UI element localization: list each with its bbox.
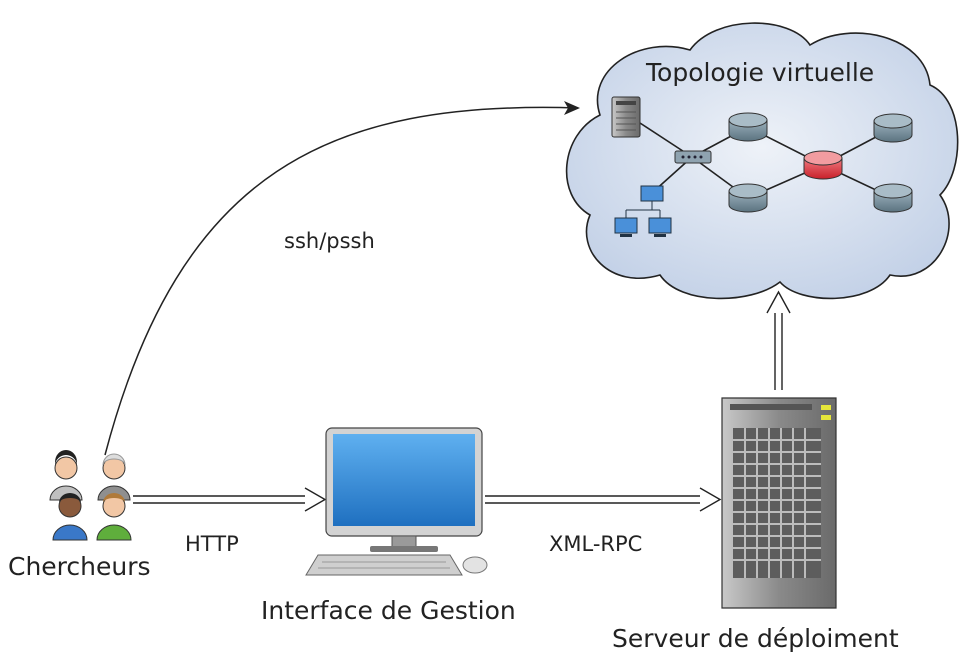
deployment-server-icon — [721, 397, 837, 609]
ssh-arrow — [104, 101, 580, 456]
http-arrow — [133, 487, 327, 512]
http-label: HTTP — [185, 532, 239, 556]
router-red-icon — [803, 150, 843, 180]
lan-network-icon — [614, 185, 672, 237]
researchers-label: Chercheurs — [8, 552, 151, 581]
topology-server-icon — [611, 96, 641, 138]
server-vent-grid — [733, 428, 821, 578]
router-icon — [873, 183, 913, 213]
network-switch-icon — [674, 150, 712, 164]
router-icon — [728, 183, 768, 213]
deployment-server-label: Serveur de déploiment — [612, 624, 899, 653]
cloud-title: Topologie virtuelle — [646, 58, 875, 87]
router-icon — [728, 112, 768, 142]
ssh-label: ssh/pssh — [284, 229, 375, 253]
router-icon — [873, 113, 913, 143]
deploy-arrow — [766, 290, 791, 390]
xmlrpc-label: XML-RPC — [549, 532, 643, 556]
management-interface-label: Interface de Gestion — [261, 596, 516, 625]
management-computer-icon — [305, 427, 488, 576]
xmlrpc-arrow — [485, 487, 722, 512]
researchers-icon — [49, 450, 132, 541]
